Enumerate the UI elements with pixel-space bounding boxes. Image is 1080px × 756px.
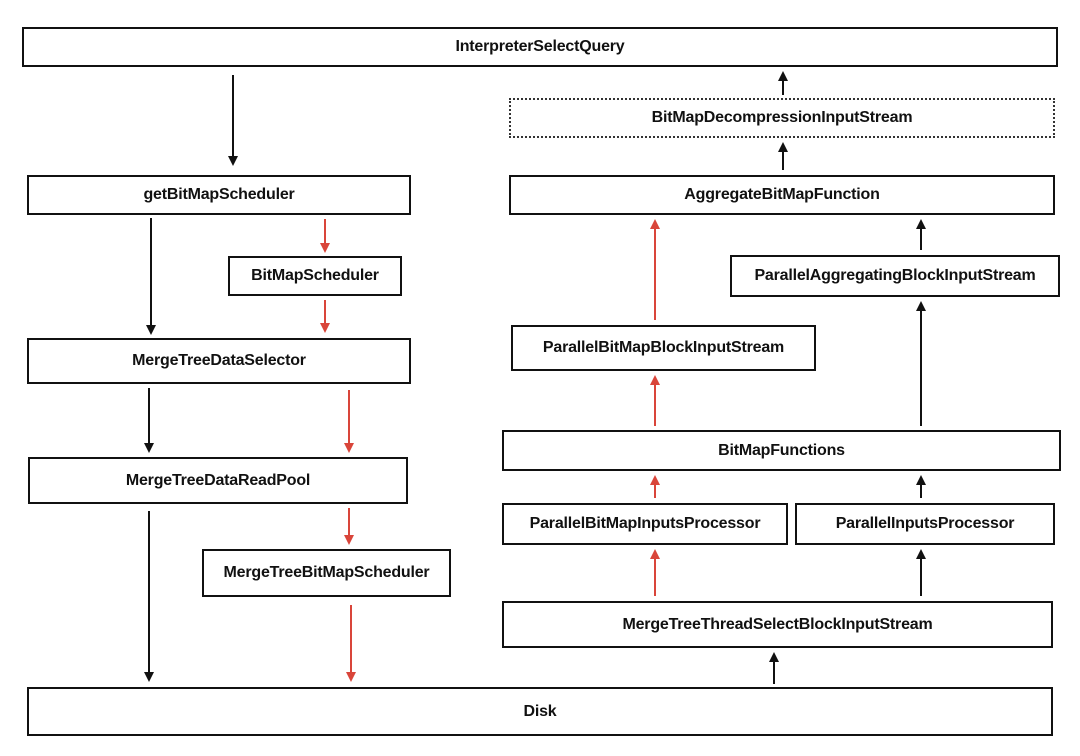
merge-tree-data-read-pool-box: MergeTreeDataReadPool bbox=[28, 457, 408, 504]
parallel-aggregating-block-input-stream-box: ParallelAggregatingBlockInputStream bbox=[730, 255, 1060, 297]
disk-box: Disk bbox=[27, 687, 1053, 736]
bitmap-decompression-input-stream-box: BitMapDecompressionInputStream bbox=[509, 98, 1055, 138]
parallel-inputs-processor-box: ParallelInputsProcessor bbox=[795, 503, 1055, 545]
interpreter-select-query-box: InterpreterSelectQuery bbox=[22, 27, 1058, 67]
aggregate-bitmap-function-box: AggregateBitMapFunction bbox=[509, 175, 1055, 215]
merge-tree-data-selector-box: MergeTreeDataSelector bbox=[27, 338, 411, 384]
get-bitmap-scheduler-box: getBitMapScheduler bbox=[27, 175, 411, 215]
merge-tree-bitmap-scheduler-box: MergeTreeBitMapScheduler bbox=[202, 549, 451, 597]
parallel-bitmap-inputs-processor-box: ParallelBitMapInputsProcessor bbox=[502, 503, 788, 545]
merge-tree-thread-select-block-input-stream-box: MergeTreeThreadSelectBlockInputStream bbox=[502, 601, 1053, 648]
bitmap-functions-box: BitMapFunctions bbox=[502, 430, 1061, 471]
bitmap-scheduler-box: BitMapScheduler bbox=[228, 256, 402, 296]
parallel-bitmap-block-input-stream-box: ParallelBitMapBlockInputStream bbox=[511, 325, 816, 371]
